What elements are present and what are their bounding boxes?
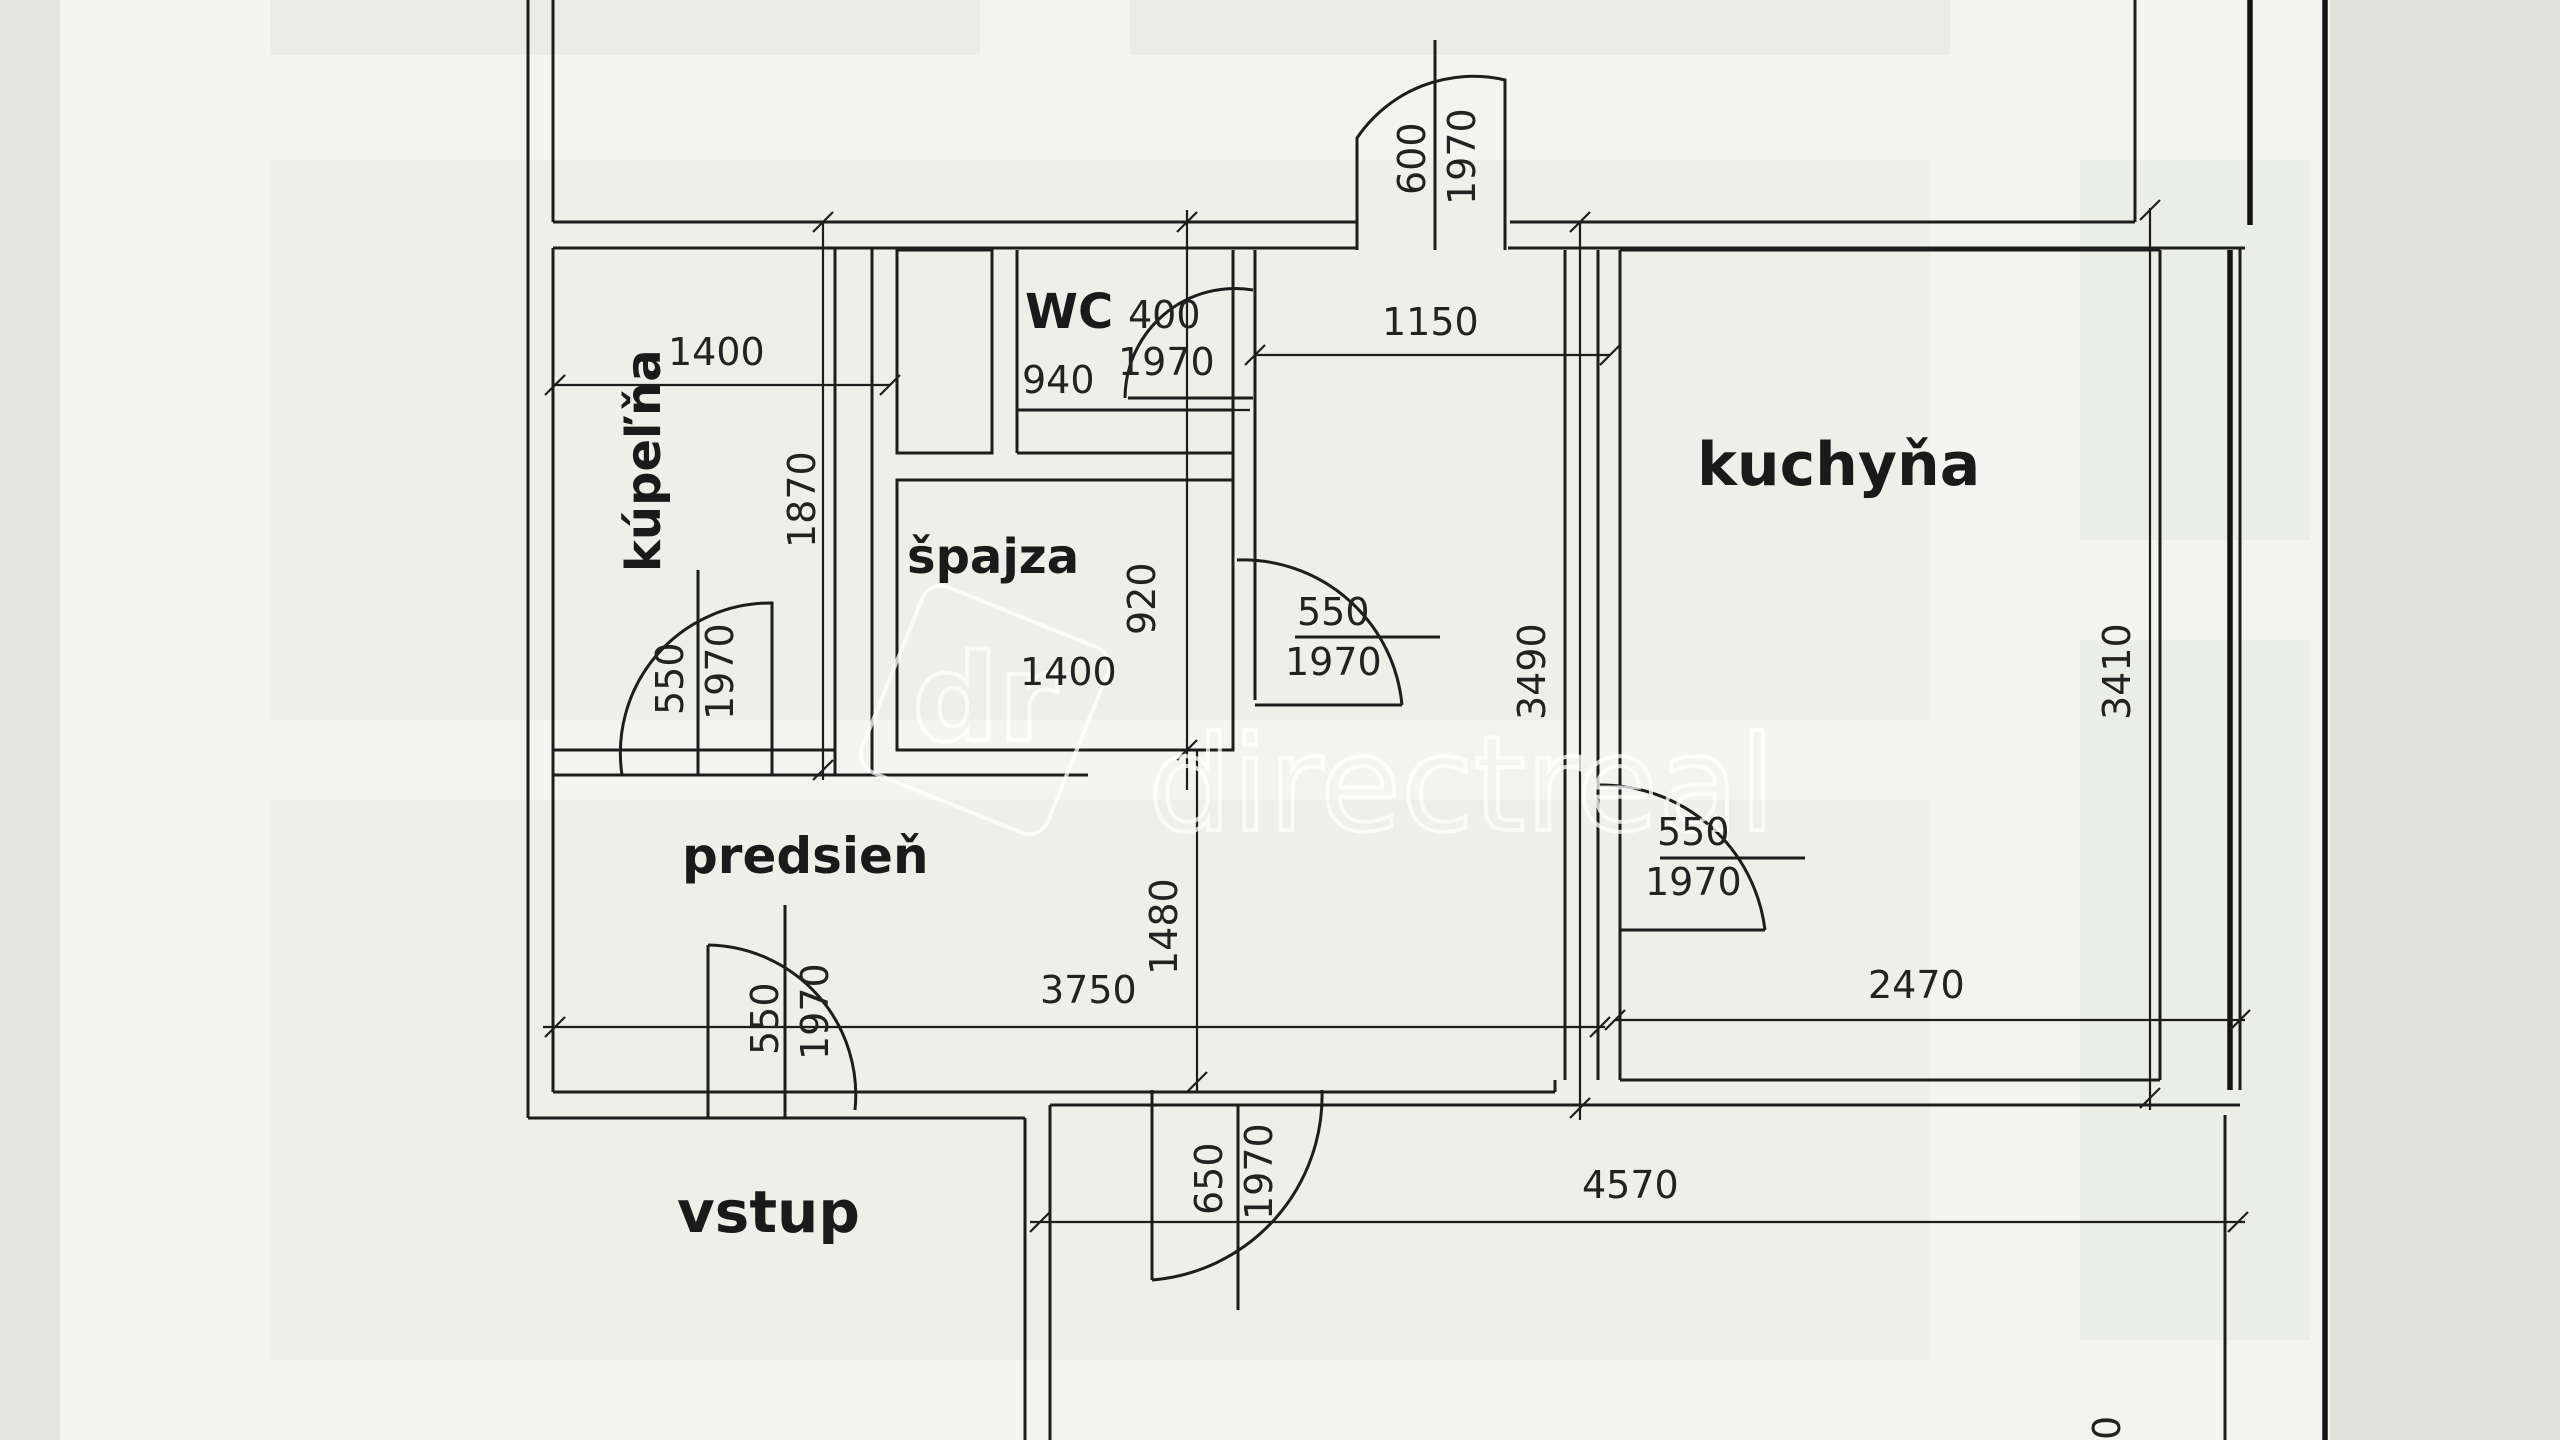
room-label-spajza: špajza [907, 529, 1079, 585]
dim-wc-width: 940 [1022, 358, 1095, 402]
dim-corridor-height: 3490 [1510, 623, 1554, 720]
door-kuchyna-width: 550 [1657, 810, 1730, 854]
dim-spajza-width: 1400 [1020, 650, 1117, 694]
door-labels: 600 1970 400 1970 550 1970 550 1970 550 … [648, 108, 1742, 1220]
door-wc-width: 400 [1128, 293, 1201, 337]
dim-spajza-height: 920 [1120, 562, 1164, 635]
watermark: dr directreal [858, 583, 1778, 864]
door-living-width: 650 [1187, 1142, 1231, 1215]
dim-bottom-width: 4570 [1582, 1163, 1679, 1207]
dim-kuchyna-width: 2470 [1868, 963, 1965, 1007]
dimension-lines [543, 199, 2251, 1233]
watermark-logo [858, 583, 1112, 837]
door-kupelna-width: 550 [648, 642, 692, 715]
door-top-height: 1970 [1440, 108, 1484, 205]
room-label-kuchyna: kuchyňa [1697, 430, 1980, 500]
dim-predsien-width: 3750 [1040, 968, 1137, 1012]
door-top-width: 600 [1390, 122, 1434, 195]
watermark-logo-text: dr [912, 630, 1057, 769]
room-label-vstup: vstup [677, 1178, 860, 1246]
dim-predsien-height: 1480 [1142, 878, 1186, 975]
door-kuchyna-height: 1970 [1645, 860, 1742, 904]
door-spajza-height: 1970 [1285, 640, 1382, 684]
dim-kuchyna-height: 3410 [2095, 623, 2139, 720]
door-predsien-width: 550 [743, 982, 787, 1055]
walls [526, 0, 2328, 1440]
room-labels: kúpeľňa WC špajza kuchyňa predsieň vstup [616, 284, 1980, 1246]
room-label-wc: WC [1025, 284, 1113, 340]
dim-corridor-width: 1150 [1382, 300, 1479, 344]
dimension-labels: 1400 1870 940 1400 920 1150 3490 3410 24… [668, 300, 2139, 1440]
room-label-kupelna: kúpeľňa [616, 349, 672, 572]
door-living-height: 1970 [1237, 1123, 1281, 1220]
dim-kupelna-width: 1400 [668, 330, 765, 374]
right-page-edge [2330, 0, 2560, 1440]
dim-kupelna-height: 1870 [780, 451, 824, 548]
plan-sheet [60, 0, 2350, 1440]
door-spajza-width: 550 [1297, 590, 1370, 634]
room-label-predsien: predsieň [682, 827, 929, 885]
watermark-brand: directreal [1148, 708, 1776, 862]
door-symbols [618, 40, 1805, 1310]
door-wc-height: 1970 [1118, 340, 1215, 384]
dim-bottom-right-partial: 0 [2085, 1416, 2129, 1440]
door-predsien-height: 1970 [793, 963, 837, 1060]
door-kupelna-height: 1970 [698, 623, 742, 720]
